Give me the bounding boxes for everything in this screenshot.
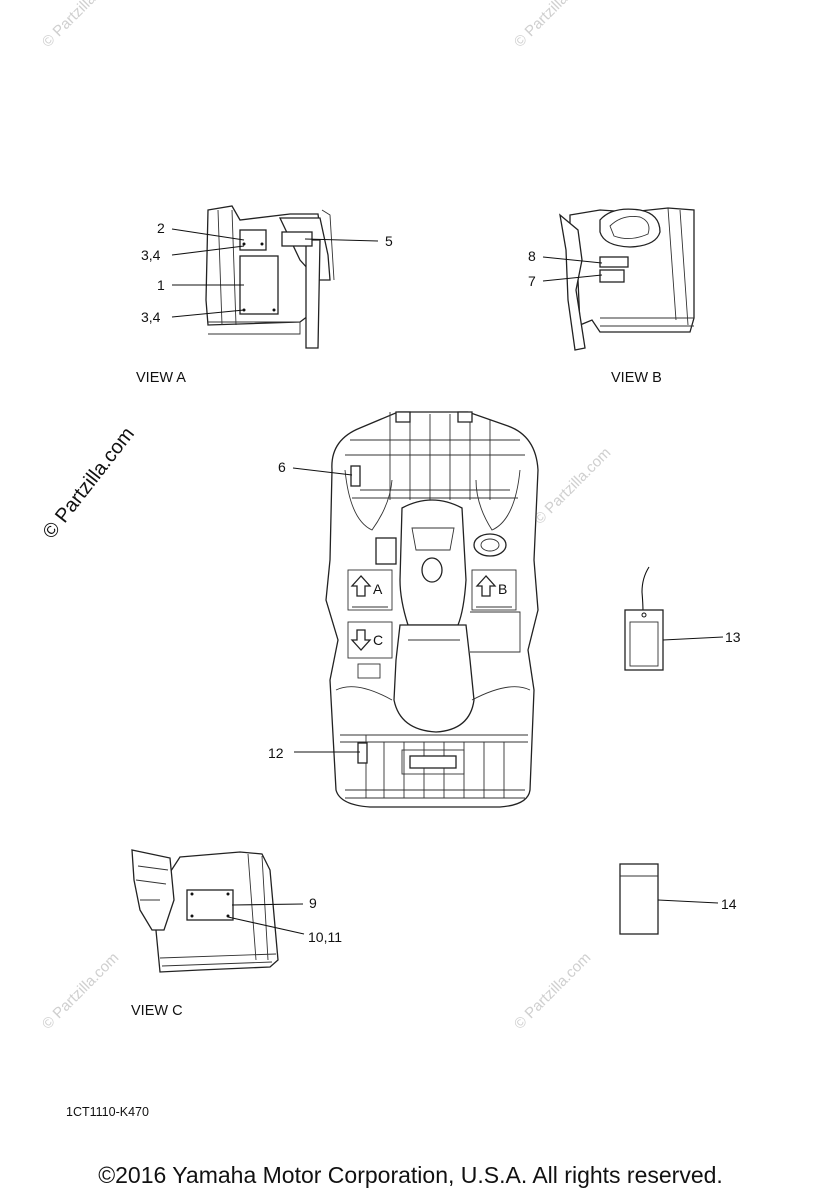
- item-14-illustration: [619, 863, 659, 935]
- view-c-leaders: [227, 903, 305, 935]
- callout-1: 1: [157, 277, 165, 293]
- view-c-illustration: [131, 849, 279, 973]
- callout-3-4-upper: 3,4: [141, 247, 161, 263]
- diagram-code: 1CT1110-K470: [66, 1105, 149, 1119]
- view-a-caption: VIEW A: [136, 370, 186, 386]
- atv-top-view: [325, 411, 539, 808]
- watermark-top-left: © Partzilla.com: [39, 0, 122, 51]
- view-b-leaders: [542, 256, 603, 282]
- callout-14: 14: [721, 896, 737, 912]
- view-b-caption: VIEW B: [611, 370, 662, 386]
- label-12-plate: [357, 742, 368, 764]
- view-a-illustration: [205, 205, 335, 349]
- label-8-plate: [599, 256, 629, 268]
- arrow-b-letter: B: [498, 581, 507, 597]
- watermark-top-right: © Partzilla.com: [511, 0, 594, 51]
- view-b-illustration: [559, 207, 695, 351]
- callout-8: 8: [528, 248, 536, 264]
- copyright-notice: ©2016 Yamaha Motor Corporation, U.S.A. A…: [98, 1162, 723, 1188]
- callout-10-11: 10,11: [308, 929, 342, 945]
- callout-12: 12: [268, 745, 284, 761]
- label-6-plate: [350, 465, 361, 487]
- callout-5: 5: [385, 233, 393, 249]
- arrow-a-letter: A: [373, 581, 383, 597]
- tag-13-illustration: [624, 566, 664, 671]
- arrow-b-icon: [475, 575, 497, 597]
- watermark-lower-left: © Partzilla.com: [39, 949, 122, 1032]
- callout-6: 6: [278, 459, 286, 475]
- callout-7: 7: [528, 273, 536, 289]
- partzilla-watermark: © Partzilla.com: [39, 423, 139, 543]
- label-9-plate: [186, 889, 234, 921]
- view-a-leaders: [171, 228, 379, 318]
- label-2-plate: [239, 229, 267, 251]
- label-7-plate: [599, 269, 625, 283]
- leader-14: [657, 899, 719, 904]
- arrow-a-icon: [350, 575, 372, 597]
- callout-3-4-lower: 3,4: [141, 309, 161, 325]
- label-1-plate: [239, 255, 279, 315]
- callout-2: 2: [157, 220, 165, 236]
- watermark-lower-right: © Partzilla.com: [511, 949, 594, 1032]
- main-leaders: [292, 467, 360, 753]
- arrow-c-icon: [350, 629, 372, 651]
- arrow-c-letter: C: [373, 632, 383, 648]
- leader-13: [662, 636, 724, 641]
- watermark-mid-right: © Partzilla.com: [531, 444, 614, 527]
- callout-13: 13: [725, 629, 741, 645]
- view-c-caption: VIEW C: [131, 1003, 183, 1019]
- callout-9: 9: [309, 895, 317, 911]
